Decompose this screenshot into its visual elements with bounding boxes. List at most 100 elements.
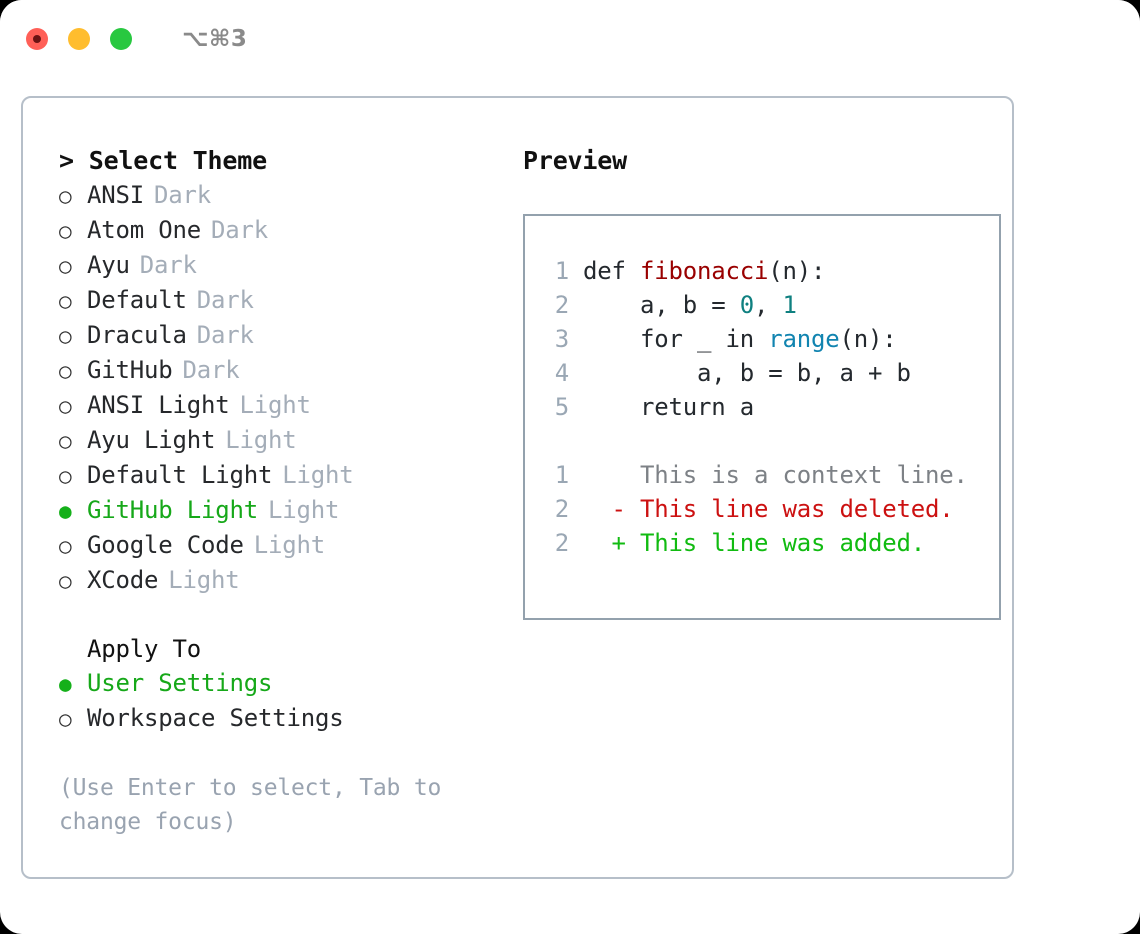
theme-option-variant-badge: Light <box>282 461 354 489</box>
apply-to-list[interactable]: ● User Settings ○ Workspace Settings <box>59 666 501 736</box>
code-token-builtin: range <box>768 325 840 353</box>
apply-to-title: Apply To <box>87 635 201 663</box>
diff-marker <box>583 461 640 489</box>
close-window-button[interactable] <box>26 28 48 50</box>
theme-option-variant-badge: Dark <box>196 321 254 349</box>
theme-option-variant-badge: Light <box>239 391 311 419</box>
theme-option-variant-badge: Dark <box>182 356 240 384</box>
radio-unselected-icon: ○ <box>59 254 72 278</box>
code-token-num: 0 <box>739 291 754 319</box>
code-token-fn: fibonacci <box>640 257 769 285</box>
theme-option-google-code[interactable]: ○ Google Code Light <box>59 528 501 563</box>
theme-selector-title: > Select Theme <box>59 144 501 178</box>
theme-option-variant-badge: Light <box>268 496 340 524</box>
theme-option-ansi-light[interactable]: ○ ANSI Light Light <box>59 388 501 423</box>
code-token-plain: return a <box>583 393 754 421</box>
diff-line-ctx: 1 This is a context line. <box>539 458 999 492</box>
minimize-window-button[interactable] <box>68 28 90 50</box>
theme-option-label: Dracula <box>87 321 187 349</box>
theme-option-ayu-light[interactable]: ○ Ayu Light Light <box>59 423 501 458</box>
diff-text: This is a context line. <box>583 458 968 492</box>
diff-marker: + <box>583 529 640 557</box>
theme-option-variant-badge: Light <box>253 531 325 559</box>
radio-unselected-icon: ○ <box>59 219 72 243</box>
theme-option-label: Google Code <box>87 531 244 559</box>
code-text: def fibonacci(n): <box>583 254 825 288</box>
theme-option-dracula[interactable]: ○ Dracula Dark <box>59 318 501 353</box>
maximize-window-button[interactable] <box>110 28 132 50</box>
diff-line-del: 2 - This line was deleted. <box>539 492 999 526</box>
diff-line-text: This line was deleted. <box>640 495 954 523</box>
diff-text: - This line was deleted. <box>583 492 953 526</box>
code-text: a, b = 0, 1 <box>583 288 797 322</box>
theme-selector-title-text: Select Theme <box>88 146 267 175</box>
keyboard-hint-text: (Use Enter to select, Tab to change focu… <box>59 775 442 835</box>
radio-selected-icon: ● <box>59 499 72 523</box>
line-number: 1 <box>554 257 569 285</box>
line-number: 5 <box>554 393 569 421</box>
radio-unselected-icon: ○ <box>59 534 72 558</box>
theme-option-variant-badge: Dark <box>139 251 197 279</box>
theme-option-label: GitHub <box>87 356 173 384</box>
code-token-num: 1 <box>782 291 797 319</box>
code-token-plain: , <box>754 291 783 319</box>
line-number: 2 <box>554 529 569 557</box>
line-number: 3 <box>554 325 569 353</box>
theme-option-variant-badge: Light <box>225 426 297 454</box>
theme-option-label: GitHub Light <box>87 496 258 524</box>
radio-selected-icon: ● <box>59 672 72 696</box>
preview-title: Preview <box>523 146 627 175</box>
diff-line-add: 2 + This line was added. <box>539 526 999 560</box>
apply-to-option-label: Workspace Settings <box>87 704 344 732</box>
apply-to-section: Apply To ● User Settings ○ Workspace Settin… <box>59 632 501 736</box>
code-token-plain: for _ in <box>583 325 769 353</box>
theme-option-label: XCode <box>87 566 159 594</box>
radio-unselected-icon: ○ <box>59 394 72 418</box>
code-token-plain: a, b = b, a + b <box>583 359 911 387</box>
code-line: 4 a, b = b, a + b <box>539 356 999 390</box>
code-token-kw: def <box>583 257 640 285</box>
line-number: 1 <box>554 461 569 489</box>
diff-marker: - <box>583 495 640 523</box>
theme-option-label: Ayu Light <box>87 426 216 454</box>
line-number: 2 <box>554 291 569 319</box>
code-line: 2 a, b = 0, 1 <box>539 288 999 322</box>
theme-option-github[interactable]: ○ GitHub Dark <box>59 353 501 388</box>
theme-option-variant-badge: Dark <box>154 181 211 209</box>
apply-to-option-user-settings[interactable]: ● User Settings <box>59 666 501 701</box>
theme-option-variant-badge: Dark <box>211 216 268 244</box>
theme-option-label: Default Light <box>87 461 273 489</box>
radio-unselected-icon: ○ <box>59 429 72 453</box>
code-token-plain: (n): <box>768 257 826 285</box>
apply-to-option-workspace-settings[interactable]: ○ Workspace Settings <box>59 701 501 736</box>
theme-option-atom-one[interactable]: ○ Atom One Dark <box>59 213 501 248</box>
code-text: for _ in range(n): <box>583 322 897 356</box>
code-token-plain: a, b = <box>583 291 740 319</box>
code-line: 1 def fibonacci(n): <box>539 254 999 288</box>
radio-unselected-icon: ○ <box>59 569 72 593</box>
line-number: 2 <box>554 495 569 523</box>
theme-option-github-light[interactable]: ● GitHub Light Light <box>59 493 501 528</box>
apply-to-option-label: User Settings <box>87 669 273 697</box>
theme-option-variant-badge: Dark <box>196 286 254 314</box>
radio-unselected-icon: ○ <box>59 289 72 313</box>
radio-unselected-icon: ○ <box>59 324 72 348</box>
radio-unselected-icon: ○ <box>59 707 72 731</box>
theme-option-label: ANSI Light <box>87 391 230 419</box>
code-spacer <box>539 424 999 458</box>
theme-option-label: Atom One <box>87 216 201 244</box>
diff-text: + This line was added. <box>583 526 925 560</box>
diff-line-text: This is a context line. <box>640 461 968 489</box>
radio-unselected-icon: ○ <box>59 359 72 383</box>
